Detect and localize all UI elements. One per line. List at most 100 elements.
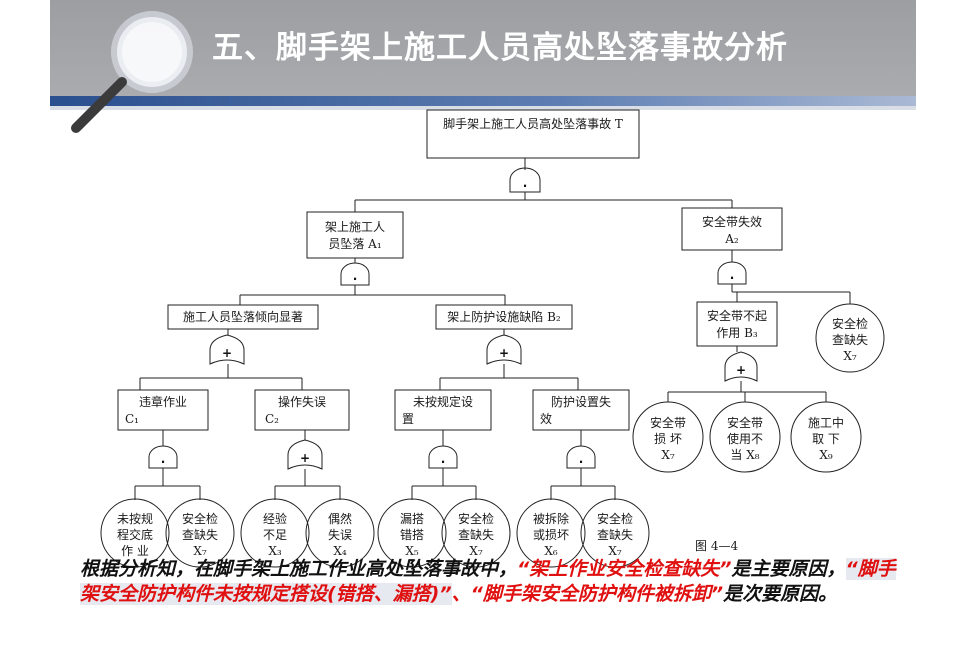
connector-line	[71, 77, 127, 133]
b1-label: 施工人员坠落倾向显著	[183, 309, 303, 324]
x7-circle	[516, 498, 586, 568]
caption-main-cause: “架上作业安全检查缺失”	[517, 558, 732, 580]
node-label: X₇	[469, 544, 483, 558]
node-label: ·	[353, 272, 358, 286]
c4-label-2: 效	[540, 411, 552, 426]
node-label: X₄	[333, 544, 347, 558]
gate-c3-and	[428, 445, 458, 469]
c4-label-1: 防护设置失	[551, 394, 611, 409]
node-label: X₇	[661, 448, 675, 462]
header-underline	[50, 106, 916, 110]
c3-label-2: 置	[402, 412, 414, 426]
analysis-caption: 根据分析知，在脚手架上施工作业高处坠落事故中，“架上作业安全检查缺失”是主要原因…	[80, 557, 900, 607]
x4-circle	[305, 498, 375, 568]
x1-circle	[100, 498, 170, 568]
node-label: 安全带	[650, 415, 686, 430]
gate-b2-or	[486, 334, 522, 365]
node-label: 安全检	[597, 511, 633, 526]
node-label: 查缺失	[597, 527, 633, 542]
b1-box	[167, 304, 319, 330]
gate-c2-or	[287, 439, 323, 470]
node-label: +	[222, 346, 232, 360]
caption-part-3: 是主要原因，	[731, 558, 846, 580]
node-label: ·	[161, 455, 166, 469]
node-label: X₇	[608, 544, 622, 558]
node-label: X₆	[544, 544, 558, 558]
node-label: 使用不	[727, 431, 763, 446]
gate-c1-and	[148, 445, 178, 469]
b3-label-2: 作用 B₃	[716, 326, 758, 340]
node-label: 不足	[263, 528, 287, 542]
x8-circle	[580, 498, 650, 568]
b2-label: 架上防护设施缺陷 B₂	[447, 309, 561, 324]
node-label: X₃	[268, 544, 282, 558]
node-label: ·	[579, 455, 584, 469]
c1-label-1: 违章作业	[139, 394, 187, 409]
c2-box	[254, 389, 350, 431]
node-label: 查缺失	[832, 332, 868, 347]
a2-label-2: A₂	[724, 232, 739, 246]
node-label: X₉	[819, 448, 833, 462]
node-label: 失误	[328, 527, 352, 542]
a1-box	[306, 211, 404, 259]
node-label: 错搭	[400, 528, 424, 542]
slide-header	[50, 0, 916, 96]
node-label: 偶然	[328, 511, 352, 526]
gate-c4-and	[566, 445, 596, 469]
x5-circle	[377, 498, 447, 568]
x3-circle	[240, 498, 310, 568]
node-label: 未按规	[117, 511, 153, 526]
node-label: 安全检	[832, 316, 868, 331]
node-label: 漏搭	[400, 512, 424, 526]
gate-b1-or	[209, 334, 245, 365]
gate-b3-or	[724, 351, 758, 382]
node-label: +	[736, 363, 746, 377]
caption-part-5: 、	[451, 583, 471, 605]
node-label: +	[300, 451, 310, 465]
node-label: 安全检	[182, 511, 218, 526]
figure-label: 图 4—4	[695, 539, 738, 553]
x-a2-circle	[815, 303, 885, 373]
slide-title: 五、脚手架上施工人员高处坠落事故分析	[212, 30, 788, 66]
node-label: 查缺失	[182, 527, 218, 542]
x6-circle	[441, 498, 511, 568]
top-event-label: 脚手架上施工人员高处坠落事故 T	[443, 116, 623, 131]
a2-label-1: 安全带失效	[702, 214, 762, 229]
node-label: 程交底	[117, 527, 153, 542]
gate-a1-and	[340, 262, 370, 286]
node-label: 被拆除	[533, 511, 569, 526]
caption-part-1: 根据分析知，在脚手架上施工作业高处坠落事故中，	[80, 558, 518, 580]
header-accent-bar	[50, 96, 916, 106]
caption-part-7: 是次要原因。	[723, 583, 838, 605]
node-label: ·	[730, 271, 735, 285]
gate-top-and	[509, 167, 541, 193]
x-b3-3-circle	[790, 401, 862, 473]
x-b3-1-circle	[632, 401, 704, 473]
node-label: X₇	[193, 544, 207, 558]
node-label: 安全带	[727, 415, 763, 430]
node-label: X₅	[405, 544, 419, 558]
c2-label-2: C₂	[265, 412, 279, 426]
node-label: 安全检	[458, 511, 494, 526]
c1-label-2: C₁	[125, 412, 139, 426]
caption-secondary-cause-2: “脚手架安全防护构件被拆卸”	[470, 583, 724, 605]
node-label: X₇	[843, 349, 857, 363]
node-label: ·	[441, 455, 446, 469]
a1-label-1: 架上施工人	[325, 220, 385, 234]
magnifier-icon	[71, 11, 193, 133]
node-label: 经验	[263, 511, 287, 526]
node-label: ·	[523, 179, 528, 193]
node-label: +	[499, 346, 509, 360]
c2-label-1: 操作失误	[278, 394, 326, 409]
node-label: 当 X₈	[730, 448, 759, 462]
x2-circle	[165, 498, 235, 568]
node-label: 查缺失	[458, 527, 494, 542]
node-label: 作 业	[121, 544, 149, 558]
node-label: 损 坏	[654, 432, 682, 446]
a1-label-2: 员坠落 A₁	[328, 237, 381, 251]
node-label: 取 下	[812, 432, 840, 446]
gate-a2-and	[717, 261, 747, 285]
c3-label-1: 未按规定设	[413, 394, 473, 409]
x-b3-2-circle	[709, 401, 781, 473]
